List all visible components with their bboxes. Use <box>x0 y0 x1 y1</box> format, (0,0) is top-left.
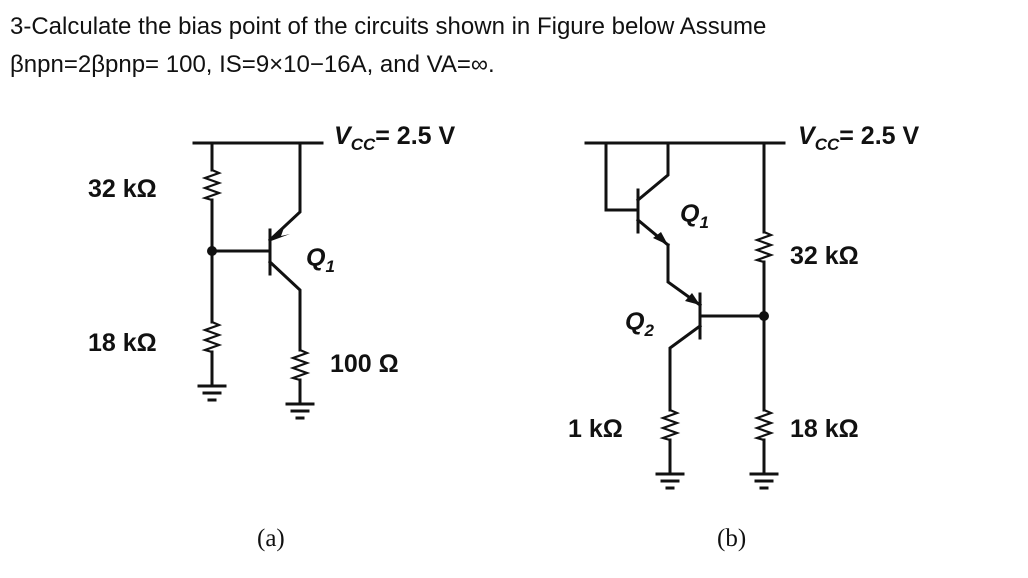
resistor-1k-b <box>659 408 681 442</box>
caption-b: (b) <box>717 525 746 552</box>
npn-emitter-arrow-b <box>653 232 668 245</box>
ground-a-right <box>285 402 315 420</box>
pnp-emitter-arrow-b <box>685 293 700 305</box>
resistor-100-a <box>289 348 311 382</box>
resistor-18k-a <box>201 320 223 354</box>
ground-b-left <box>655 472 685 490</box>
circuit-b: VCC= 2.5 V Q1 Q2 1 kΩ 32 kΩ 18 kΩ <box>568 122 919 552</box>
resistor-32k-a <box>201 168 223 202</box>
transistor-q2-b-label: Q2 <box>625 308 654 340</box>
problem-line-2: βnpn=2βpnp= 100, IS=9×10−16A, and VA=∞. <box>10 51 495 78</box>
resistor-32k-b-label: 32 kΩ <box>790 242 859 270</box>
resistor-18k-a-label: 18 kΩ <box>88 329 157 357</box>
pnp-emitter-arrow-a <box>271 225 290 241</box>
ground-a-left <box>197 384 227 402</box>
resistor-32k-a-label: 32 kΩ <box>88 175 157 203</box>
transistor-q1-a-label: Q1 <box>306 244 335 276</box>
resistor-100-a-label: 100 Ω <box>330 350 399 378</box>
resistor-18k-b-label: 18 kΩ <box>790 415 859 443</box>
problem-line-1: 3-Calculate the bias point of the circui… <box>10 13 767 40</box>
circuit-a: VCC= 2.5 V 32 kΩ 18 kΩ Q1 100 Ω (a) <box>88 122 455 552</box>
ground-b-right <box>749 472 779 490</box>
resistor-1k-b-label: 1 kΩ <box>568 415 623 443</box>
resistor-18k-b <box>753 408 775 442</box>
caption-a: (a) <box>257 525 285 552</box>
transistor-q1-b-label: Q1 <box>680 200 709 232</box>
vcc-label-b: VCC= 2.5 V <box>798 122 919 154</box>
problem-statement: 3-Calculate the bias point of the circui… <box>10 8 1010 84</box>
resistor-32k-b <box>753 230 775 264</box>
vcc-label-a: VCC= 2.5 V <box>334 122 455 154</box>
node-base-b <box>759 311 769 321</box>
